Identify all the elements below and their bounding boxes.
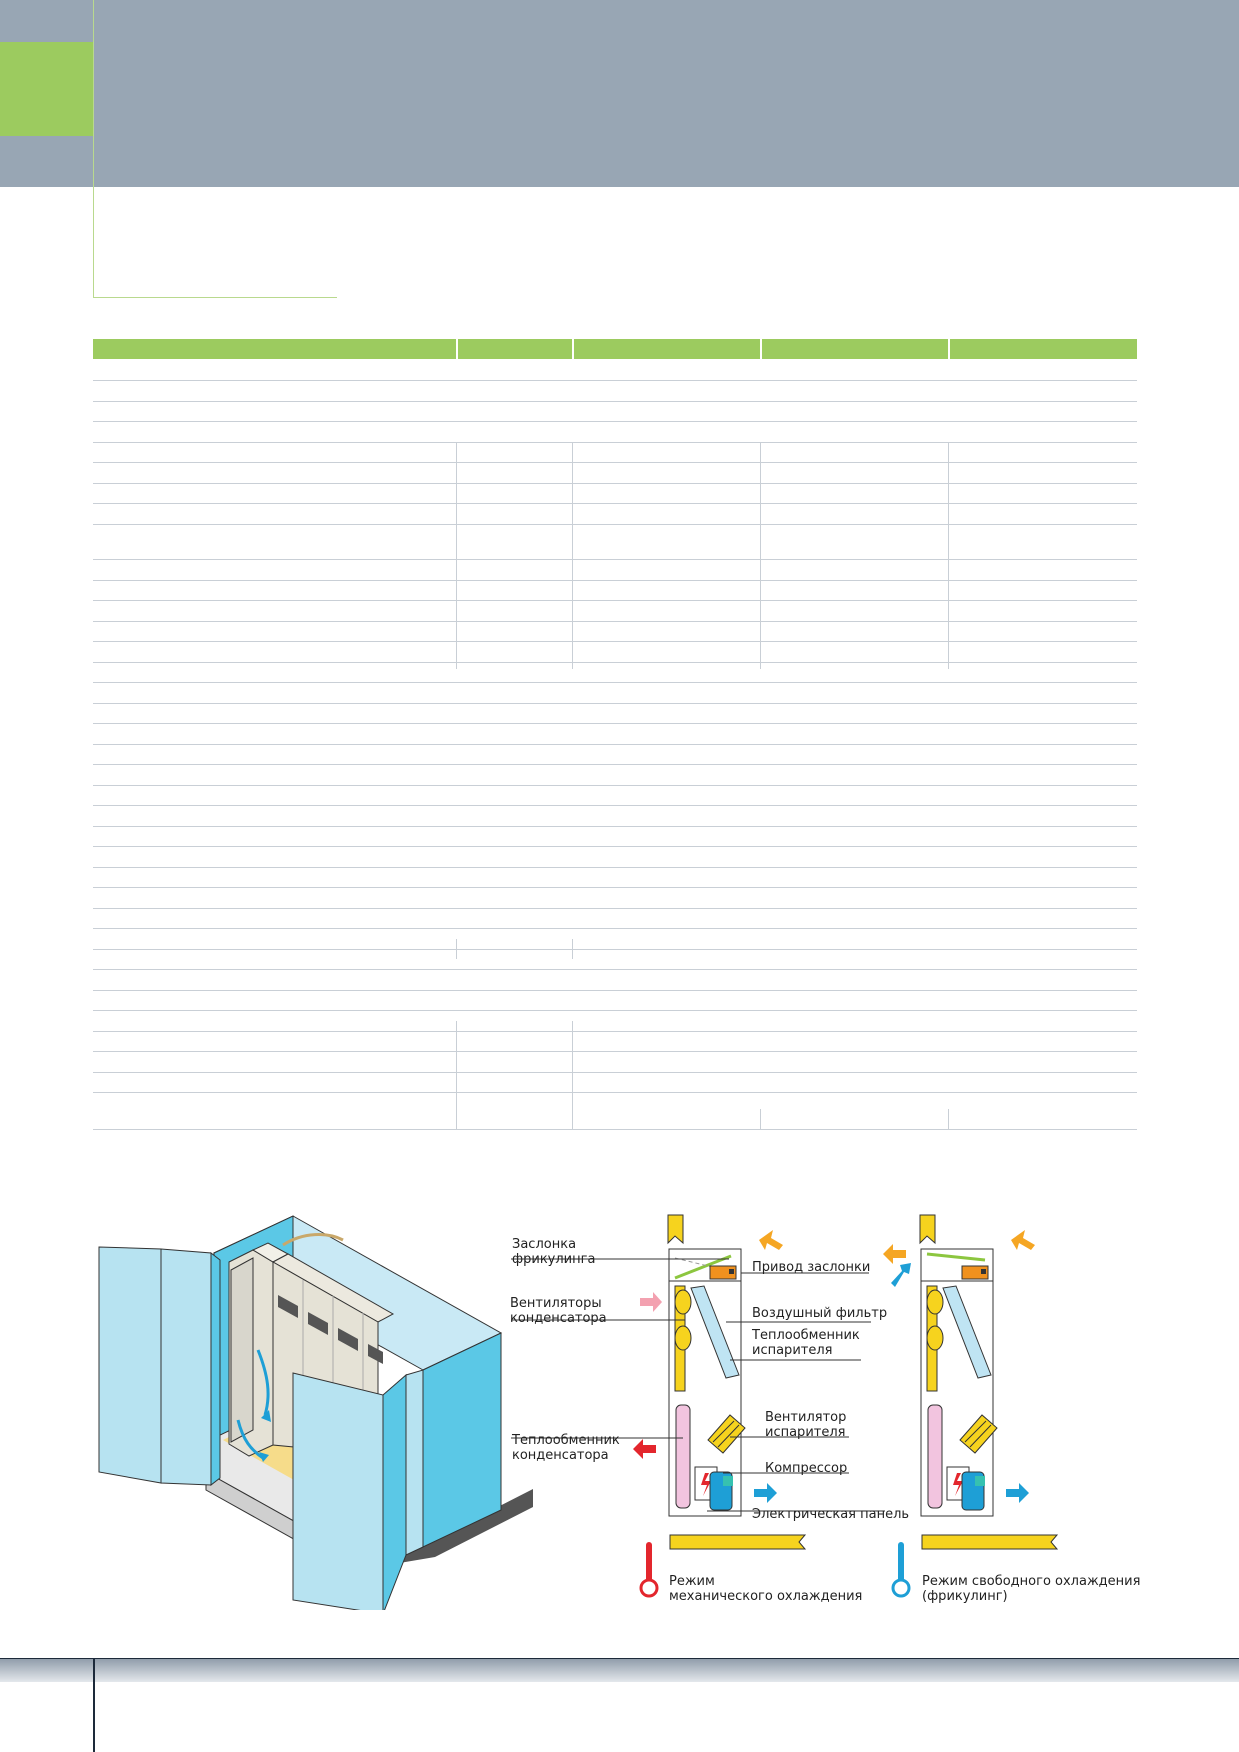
- label-mode-freecooling: Режим свободного охлаждения(фрикулинг): [922, 1574, 1141, 1604]
- table-row-rule: [93, 524, 1137, 525]
- header-col-sep: [948, 339, 950, 359]
- table-row-rule: [93, 826, 1137, 827]
- schematic-freecooling: [883, 1214, 1059, 1598]
- footer-band: [0, 1658, 1239, 1682]
- table-row-rule: [93, 401, 1137, 402]
- table-row-rule: [93, 1092, 1137, 1093]
- table-row-rule: [93, 867, 1137, 868]
- table-row-rule: [93, 662, 1137, 663]
- table-row-rule: [93, 621, 1137, 622]
- header-col-sep: [572, 339, 574, 359]
- table-row-rule: [93, 928, 1137, 929]
- table-row-rule: [93, 580, 1137, 581]
- table-col-rule: [456, 1021, 457, 1109]
- table-row-rule: [93, 785, 1137, 786]
- spec-table: [93, 339, 1137, 1130]
- table-col-rule: [572, 442, 573, 669]
- table-col-rule: [572, 1109, 573, 1129]
- table-row-rule: [93, 641, 1137, 642]
- table-row-rule: [93, 908, 1137, 909]
- cabinet-3d: [98, 1215, 533, 1610]
- table-row-rule: [93, 559, 1137, 560]
- table-row-rule: [93, 600, 1137, 601]
- table-row-rule: [93, 1129, 1137, 1130]
- table-row-rule: [93, 887, 1137, 888]
- table-row-rule: [93, 1051, 1137, 1052]
- table-row-rule: [93, 682, 1137, 683]
- table-row-rule: [93, 744, 1137, 745]
- schematic-mechanical: [511, 1214, 885, 1598]
- label-air-filter: Воздушный фильтр: [752, 1306, 888, 1321]
- table-col-rule: [572, 939, 573, 959]
- table-col-rule: [760, 1109, 761, 1129]
- unit-illustration: [98, 1214, 1059, 1610]
- table-row-rule: [93, 483, 1137, 484]
- title-guide-horizontal: [93, 297, 337, 298]
- table-row-rule: [93, 949, 1137, 950]
- header-band: [0, 0, 1239, 187]
- table-row-rule: [93, 990, 1137, 991]
- table-col-rule: [948, 1109, 949, 1129]
- footer-guide: [93, 1658, 95, 1752]
- table-row-rule: [93, 764, 1137, 765]
- title-guide-vertical: [93, 0, 94, 298]
- table-col-rule: [948, 442, 949, 669]
- table-row-rule: [93, 1010, 1137, 1011]
- label-compressor: Компрессор: [765, 1461, 848, 1476]
- table-row-rule: [93, 805, 1137, 806]
- table-col-rule: [456, 939, 457, 959]
- table-row-rule: [93, 1031, 1137, 1032]
- table-row-rule: [93, 1072, 1137, 1073]
- table-col-rule: [456, 1109, 457, 1129]
- header-col-sep: [456, 339, 458, 359]
- table-header: [93, 339, 1137, 359]
- label-electrical-panel: Электрическая панель: [752, 1507, 910, 1522]
- section-tab: [0, 42, 93, 136]
- table-col-rule: [760, 442, 761, 669]
- header-col-sep: [760, 339, 762, 359]
- table-row-rule: [93, 846, 1137, 847]
- table-row-rule: [93, 421, 1137, 422]
- table-row-rule: [93, 442, 1137, 443]
- table-col-rule: [572, 1021, 573, 1109]
- table-row-rule: [93, 969, 1137, 970]
- table-row-rule: [93, 703, 1137, 704]
- table-row-rule: [93, 380, 1137, 381]
- table-row-rule: [93, 723, 1137, 724]
- table-col-rule: [456, 442, 457, 669]
- table-row-rule: [93, 503, 1137, 504]
- label-damper-actuator: Привод заслонки: [752, 1260, 871, 1275]
- footer-rule: [0, 1658, 1239, 1659]
- table-row-rule: [93, 462, 1137, 463]
